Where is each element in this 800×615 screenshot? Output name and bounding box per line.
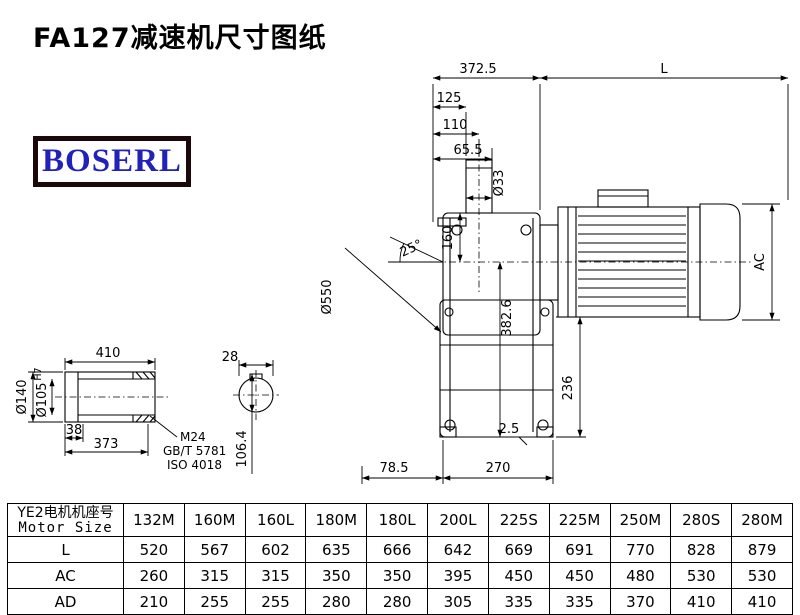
cell: 370 xyxy=(609,588,672,615)
row-label-L: L xyxy=(7,536,124,563)
technical-drawing: 372.5 L 125 110 65.5 Ø33 160 25° Ø550 38… xyxy=(15,62,789,484)
cell: 828 xyxy=(670,536,733,563)
dim-bore-tolerance: H7 xyxy=(33,367,44,380)
col-header: 160L xyxy=(244,503,307,537)
cell: 410 xyxy=(731,588,793,615)
dim-bore-dia: Ø105 xyxy=(35,382,50,417)
cell: 691 xyxy=(548,536,611,563)
dim-motor-length: L xyxy=(660,62,668,77)
key-section-centerlines xyxy=(233,370,279,420)
dimension-lines xyxy=(344,75,789,484)
cell: 770 xyxy=(609,536,672,563)
cell: 602 xyxy=(244,536,307,563)
boserl-logo: BOSERL xyxy=(33,136,191,187)
col-header: 200L xyxy=(427,503,489,537)
dim-angle-25: 25° xyxy=(398,237,425,260)
logo-text: BOSERL xyxy=(42,143,182,179)
col-header: 280S xyxy=(670,503,733,537)
dim-flange-dia: Ø140 xyxy=(15,379,30,414)
dim-overall-width: 372.5 xyxy=(459,62,496,77)
col-header: 180M xyxy=(305,503,368,537)
cell: 410 xyxy=(670,588,733,615)
dim-160: 160 xyxy=(441,226,456,251)
cell: 567 xyxy=(183,536,246,563)
dim-2-5: 2.5 xyxy=(499,422,520,437)
motor-size-header: YE2电机机座号 Motor Size xyxy=(7,503,124,537)
dim-ac: AC xyxy=(753,253,768,271)
dim-78-5: 78.5 xyxy=(380,461,409,476)
key-section-dims xyxy=(238,360,274,474)
dim-shaft-dia: Ø33 xyxy=(492,170,507,197)
col-header: 280M xyxy=(731,503,793,537)
table-header-row: YE2电机机座号 Motor Size 132M 160M 160L 180M … xyxy=(7,503,793,537)
table-row-AD: AD 210 255 255 280 280 305 335 335 370 4… xyxy=(7,588,793,615)
cell: 255 xyxy=(244,588,307,615)
table-row-L: L 520 567 602 635 666 642 669 691 770 82… xyxy=(7,536,793,563)
col-header: 250M xyxy=(609,503,672,537)
cell: 280 xyxy=(366,588,429,615)
dim-373: 373 xyxy=(94,437,119,452)
cell: 879 xyxy=(731,536,793,563)
cell: 350 xyxy=(305,562,368,589)
cell: 255 xyxy=(183,588,246,615)
dim-key-width: 28 xyxy=(222,350,239,365)
dim-thread-m24: M24 xyxy=(180,430,206,444)
cell: 520 xyxy=(123,536,185,563)
centerlines xyxy=(420,150,752,292)
dim-270: 270 xyxy=(486,461,511,476)
cell: 315 xyxy=(183,562,246,589)
cell: 305 xyxy=(427,588,489,615)
cell: 450 xyxy=(548,562,611,589)
table-row-AC: AC 260 315 315 350 350 395 450 450 480 5… xyxy=(7,562,793,589)
col-header: 180L xyxy=(366,503,429,537)
dim-std-iso: ISO 4018 xyxy=(167,458,222,472)
dim-65-5: 65.5 xyxy=(454,143,483,158)
dim-110: 110 xyxy=(443,118,468,133)
col-header: 132M xyxy=(123,503,185,537)
cell: 335 xyxy=(487,588,550,615)
cell: 669 xyxy=(487,536,550,563)
cell: 642 xyxy=(427,536,489,563)
cell: 666 xyxy=(366,536,429,563)
gearbox-housing xyxy=(437,159,554,438)
row-label-AC: AC xyxy=(7,562,124,589)
dim-125: 125 xyxy=(437,91,462,106)
header-cn: YE2电机机座号 xyxy=(17,504,114,521)
motor-size-table: YE2电机机座号 Motor Size 132M 160M 160L 180M … xyxy=(7,503,793,615)
cell: 210 xyxy=(123,588,185,615)
header-en: Motor Size xyxy=(18,519,113,536)
cell: 450 xyxy=(487,562,550,589)
cell: 530 xyxy=(731,562,793,589)
cell: 260 xyxy=(123,562,185,589)
shaft-view xyxy=(64,371,156,423)
col-header: 225S xyxy=(487,503,550,537)
motor-body xyxy=(539,189,741,321)
cell: 530 xyxy=(670,562,733,589)
cell: 315 xyxy=(244,562,307,589)
dim-236: 236 xyxy=(561,376,576,401)
cell: 635 xyxy=(305,536,368,563)
cell: 335 xyxy=(548,588,611,615)
cell: 350 xyxy=(366,562,429,589)
dim-housing-dia: Ø550 xyxy=(320,279,335,314)
dim-106-4: 106.4 xyxy=(235,430,250,467)
col-header: 160M xyxy=(183,503,246,537)
col-header: 225M xyxy=(548,503,611,537)
dim-382-6: 382.6 xyxy=(500,299,515,336)
shaft-dims xyxy=(28,358,178,456)
dim-shaft-length: 410 xyxy=(96,346,121,361)
cell: 395 xyxy=(427,562,489,589)
cell: 480 xyxy=(609,562,672,589)
key-section-view xyxy=(238,373,274,413)
dim-38: 38 xyxy=(66,423,83,438)
page-title: FA127减速机尺寸图纸 xyxy=(33,23,327,54)
cell: 280 xyxy=(305,588,368,615)
dim-std-gb: GB/T 5781 xyxy=(163,444,226,458)
row-label-AD: AD xyxy=(7,588,124,615)
